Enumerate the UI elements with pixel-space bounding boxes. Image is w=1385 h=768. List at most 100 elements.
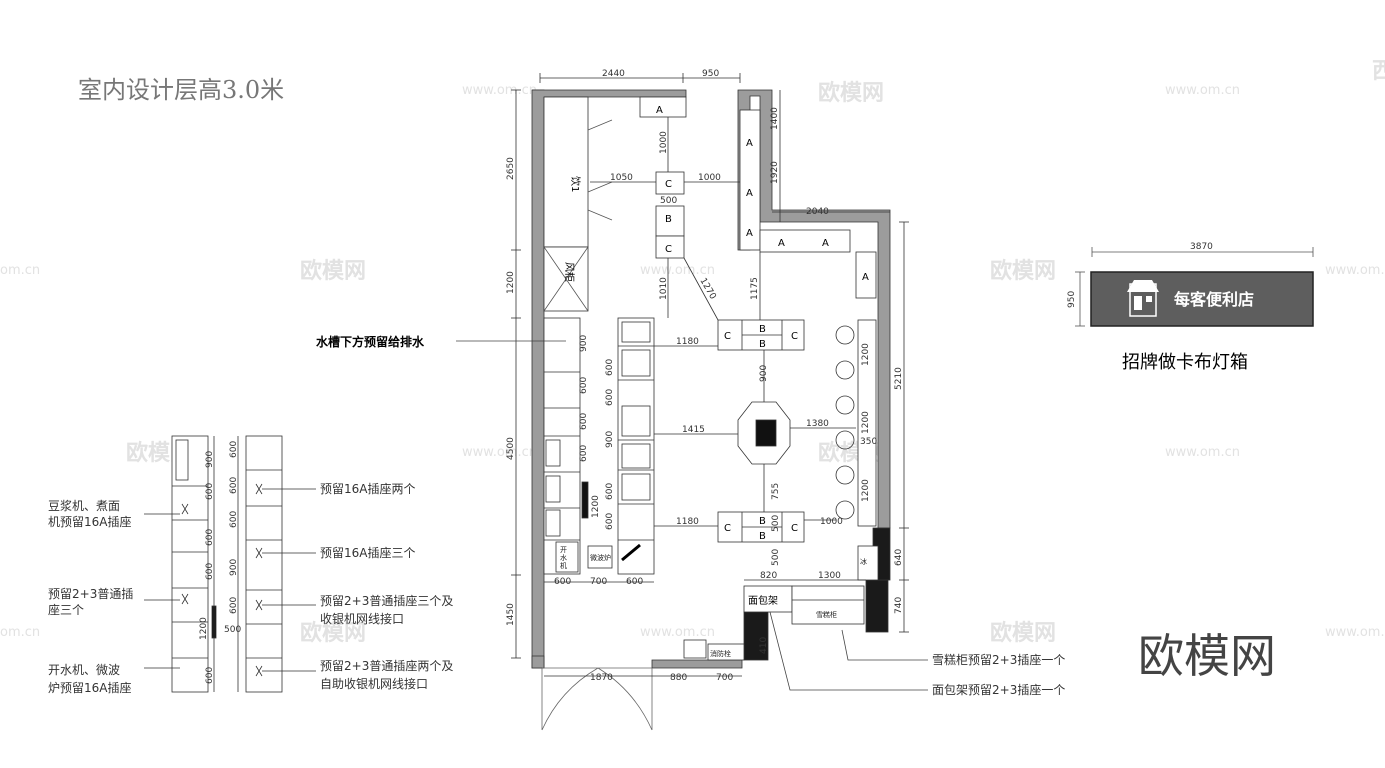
elev-note: 炉预留16A插座 bbox=[48, 680, 131, 695]
svg-text:600: 600 bbox=[605, 513, 615, 530]
svg-text:600: 600 bbox=[229, 597, 239, 614]
svg-text:B: B bbox=[665, 214, 672, 225]
watermark-site: www.om.cn bbox=[462, 445, 537, 460]
sign-caption: 招牌做卡布灯箱 bbox=[1122, 352, 1248, 373]
elev-note: 预留2+3普通插 bbox=[48, 587, 133, 601]
shelf-right-bottom-a bbox=[759, 229, 851, 253]
elev-note: 预留16A插座两个 bbox=[320, 481, 415, 496]
svg-text:600: 600 bbox=[205, 563, 215, 580]
svg-text:2440: 2440 bbox=[602, 69, 625, 79]
svg-text:740: 740 bbox=[894, 597, 904, 614]
svg-text:1000: 1000 bbox=[698, 173, 721, 183]
watermark-partial: 西 bbox=[1372, 59, 1385, 84]
svg-text:A: A bbox=[746, 188, 753, 199]
svg-text:350: 350 bbox=[860, 437, 877, 447]
cake-cabinet bbox=[791, 585, 865, 625]
svg-text:700: 700 bbox=[590, 577, 607, 587]
signboard: 3870 950 每客便利店 招牌做卡布灯箱 bbox=[1067, 242, 1314, 373]
svg-text:640: 640 bbox=[894, 549, 904, 566]
drink-cabinet bbox=[543, 96, 589, 248]
elevation-diagram: 900 600 600 600 1200 600 500 600 600 600… bbox=[144, 435, 316, 693]
svg-text:1200: 1200 bbox=[861, 343, 871, 366]
svg-text:600: 600 bbox=[626, 577, 643, 587]
svg-text:600: 600 bbox=[205, 483, 215, 500]
svg-text:1010: 1010 bbox=[659, 277, 669, 300]
svg-text:700: 700 bbox=[716, 673, 733, 683]
elev-note: 开水机、微波 bbox=[48, 663, 120, 677]
elev-note: 机预留16A插座 bbox=[48, 514, 131, 529]
svg-text:1300: 1300 bbox=[818, 571, 841, 581]
elev-note: 座三个 bbox=[48, 602, 84, 617]
watermark-site: om.cn bbox=[0, 263, 40, 278]
watermark-site: www.om.cn bbox=[640, 625, 715, 640]
svg-text:C: C bbox=[665, 244, 672, 255]
cake-cabinet-label: 雪糕柜 bbox=[816, 610, 837, 619]
svg-text:410: 410 bbox=[759, 637, 769, 654]
svg-text:900: 900 bbox=[229, 559, 239, 576]
svg-text:600: 600 bbox=[229, 441, 239, 458]
elev-note: 豆浆机、煮面 bbox=[48, 498, 120, 513]
elev-note: 收银机网线接口 bbox=[320, 611, 404, 626]
watermark-site: www.om.cn bbox=[1325, 263, 1385, 278]
svg-text:1200: 1200 bbox=[199, 617, 209, 640]
svg-text:1270: 1270 bbox=[697, 277, 717, 302]
svg-text:600: 600 bbox=[579, 413, 589, 430]
svg-text:C: C bbox=[724, 523, 731, 534]
svg-text:A: A bbox=[746, 228, 753, 239]
bar-counter bbox=[857, 319, 877, 527]
svg-text:500: 500 bbox=[224, 625, 241, 635]
svg-text:900: 900 bbox=[605, 431, 615, 448]
watermark-site: www.om.cn bbox=[462, 83, 537, 98]
shelf-right-side-a bbox=[855, 251, 877, 299]
svg-text:1920: 1920 bbox=[770, 161, 780, 184]
svg-text:600: 600 bbox=[605, 483, 615, 500]
svg-text:B: B bbox=[759, 531, 766, 542]
store-icon bbox=[1127, 280, 1159, 317]
entrance-door bbox=[541, 667, 653, 731]
svg-text:1200: 1200 bbox=[506, 271, 516, 294]
svg-text:950: 950 bbox=[702, 69, 719, 79]
svg-text:600: 600 bbox=[605, 359, 615, 376]
watermark-brand: 欧模网 bbox=[990, 258, 1056, 284]
svg-text:755: 755 bbox=[771, 483, 781, 500]
svg-text:600: 600 bbox=[205, 529, 215, 546]
top-wall bbox=[532, 89, 687, 98]
svg-text:A: A bbox=[822, 238, 829, 249]
svg-text:500: 500 bbox=[771, 549, 781, 566]
svg-text:C: C bbox=[665, 179, 672, 190]
svg-text:A: A bbox=[778, 238, 785, 249]
svg-text:1415: 1415 bbox=[682, 425, 705, 435]
shop-name: 每客便利店 bbox=[1174, 290, 1254, 309]
bread-rack bbox=[743, 585, 793, 613]
svg-text:1175: 1175 bbox=[750, 277, 760, 300]
elev-note: 预留2+3普通插座三个及 bbox=[320, 593, 453, 608]
svg-text:600: 600 bbox=[205, 667, 215, 684]
svg-text:开: 开 bbox=[560, 546, 567, 554]
svg-text:B: B bbox=[759, 516, 766, 527]
svg-text:机: 机 bbox=[560, 561, 567, 570]
svg-text:C: C bbox=[724, 331, 731, 342]
ice-box bbox=[857, 545, 879, 581]
svg-text:500: 500 bbox=[660, 196, 677, 206]
svg-text:2040: 2040 bbox=[806, 207, 829, 217]
svg-text:A: A bbox=[746, 138, 753, 149]
watermark-site: www.om.cn bbox=[1165, 83, 1240, 98]
svg-text:微波炉: 微波炉 bbox=[590, 553, 611, 562]
svg-text:1200: 1200 bbox=[591, 495, 601, 518]
svg-text:A: A bbox=[862, 272, 869, 283]
svg-text:880: 880 bbox=[670, 673, 687, 683]
watermark-site: om.cn bbox=[0, 625, 40, 640]
drink-cabinet-label: 饮1 bbox=[569, 176, 582, 192]
svg-text:600: 600 bbox=[605, 389, 615, 406]
svg-text:1450: 1450 bbox=[506, 603, 516, 626]
floor-plan: 饮1 风柜 A C B C A A A A A A C B B C bbox=[456, 69, 928, 731]
svg-text:820: 820 bbox=[760, 571, 777, 581]
svg-text:600: 600 bbox=[229, 477, 239, 494]
svg-text:冰: 冰 bbox=[860, 557, 867, 566]
svg-text:C: C bbox=[791, 331, 798, 342]
svg-text:1050: 1050 bbox=[610, 173, 633, 183]
pillar-center bbox=[743, 611, 769, 661]
bottom-wall-right bbox=[651, 659, 743, 669]
elev-note: 预留16A插座三个 bbox=[320, 545, 415, 560]
pillar-bottom-right bbox=[865, 579, 889, 633]
